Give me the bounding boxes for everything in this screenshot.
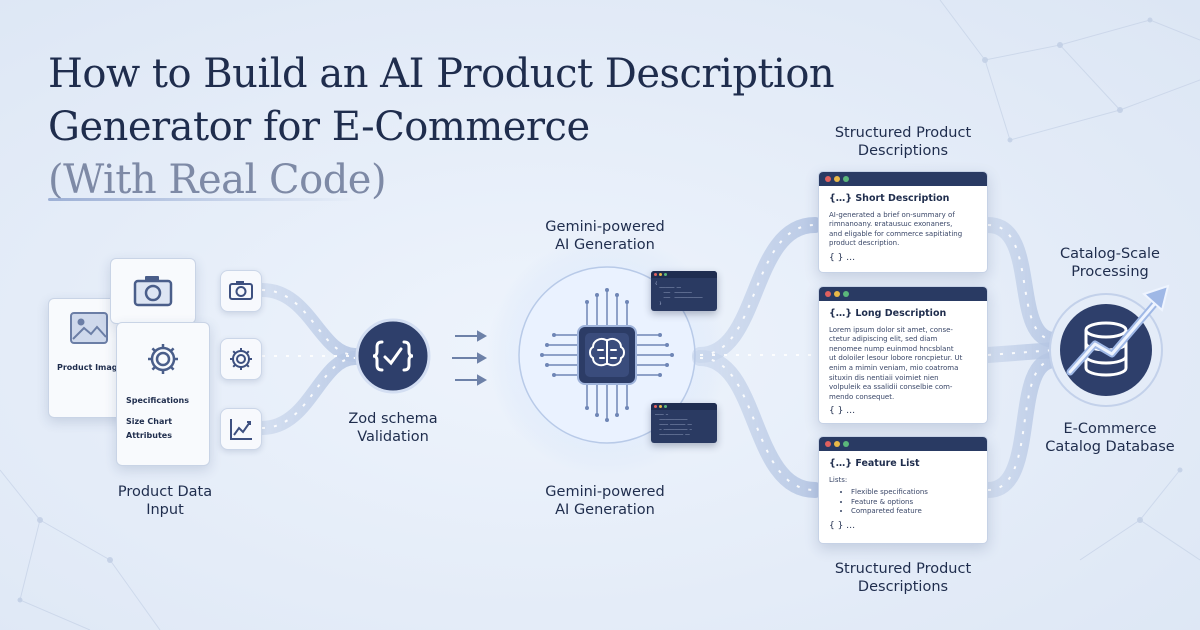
card-label-size-chart: Size Chart [126,417,173,426]
long-description-doc: {…} Long Description Lorem ipsum dolor s… [818,286,988,424]
short-description-footer: { } … [829,252,856,263]
database-label-bottom: E-Commerce Catalog Database [1045,421,1175,455]
ai-label-top: Gemini-powered AI Generation [545,219,665,253]
feature-list-intro: Lists: [829,475,848,484]
short-description-doc: {…} Short Description AI-generated a bri… [818,171,988,273]
validation-label: Zod schema Validation [348,411,438,445]
camera-icon [133,276,173,307]
camera-card [110,258,196,324]
list-item: Feature & options [851,498,979,508]
database-growth-icon [1049,284,1170,407]
code-window-bottom: ──── ─ ───────────── ──── ─────── ── ─ ─… [651,403,717,443]
camera-icon [229,281,253,300]
outputs-label-top: Structured Product Descriptions [834,125,972,159]
camera-icon-box [220,270,262,312]
outputs-label-bottom: Structured Product Descriptions [834,561,972,595]
card-label-specifications: Specifications [126,396,189,405]
page-title: How to Build an AI Product Description G… [48,48,835,207]
gear-icon [230,348,252,370]
feature-list-footer: { } … [829,520,856,531]
code-window-top: { ─────── ── ─── ──────── ─── ──────────… [651,271,717,311]
card-label-attributes: Attributes [126,431,172,440]
title-line-2: Generator for E-Commerce [48,104,590,150]
feature-list-doc: {…} Feature List Lists: Flexible specifi… [818,436,988,544]
feature-list-title: {…} Feature List [829,458,920,469]
gear-icon-box [220,338,262,380]
ai-label-bottom: Gemini-powered AI Generation [545,484,665,518]
title-line-3: (With Real Code) [48,157,387,203]
list-item: Compareted feature [851,507,979,517]
card-label-product-image: Product Image [57,363,123,372]
specifications-card: Specifications Size Chart Attributes [116,322,210,466]
feature-list-items: Flexible specifications Feature & option… [829,488,979,517]
brain-chip-icon [540,288,674,422]
gear-icon [148,344,178,374]
list-item: Flexible specifications [851,488,979,498]
long-description-text: Lorem ipsum dolor sit amet, conse- ctetu… [829,325,963,401]
input-label: Product Data Input [117,484,213,518]
title-line-1: How to Build an AI Product Description [48,51,835,97]
long-description-footer: { } … [829,406,856,417]
short-description-title: {…} Short Description [829,193,950,204]
checkmark-braces-icon [355,318,431,394]
long-description-title: {…} Long Description [829,308,947,319]
database-label-top: Catalog-Scale Processing [1060,246,1160,280]
chart-icon [230,419,252,440]
title-underline [48,198,358,201]
image-icon [70,312,108,344]
chart-icon-box [220,408,262,450]
short-description-text: AI-generated a brief on-summary of rimna… [829,210,963,248]
